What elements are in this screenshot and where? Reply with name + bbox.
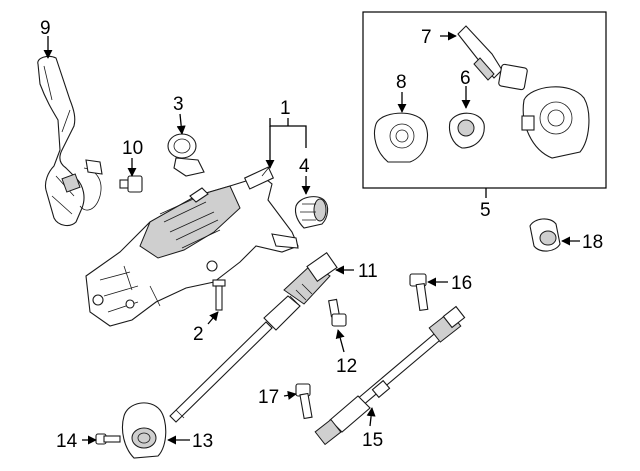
shift-lever-part: [37, 55, 103, 227]
callout-5: 5: [480, 200, 491, 221]
intermediate-shaft-part: [169, 251, 338, 423]
callout-4: 4: [299, 156, 310, 177]
plug-18-part: [529, 218, 561, 252]
knob-4-part: [294, 196, 329, 229]
callout-15: 15: [362, 430, 383, 451]
callout-14: 14: [56, 431, 78, 452]
lower-shaft-part: [314, 305, 466, 446]
inset-box: [362, 11, 607, 189]
bolt-17-part: [295, 383, 313, 420]
callout-17: 17: [258, 387, 279, 408]
boot-13-part: [121, 402, 167, 459]
callout-13: 13: [192, 431, 213, 452]
clockspring-part: [521, 86, 590, 159]
callout-6: 6: [460, 68, 471, 89]
callout-1: 1: [280, 98, 291, 119]
callout-8: 8: [396, 72, 407, 93]
steering-column-part: [85, 165, 299, 327]
callout-9: 9: [40, 18, 51, 39]
callout-10: 10: [122, 138, 143, 159]
bolt-2-part: [212, 279, 226, 311]
callout-11: 11: [358, 261, 378, 282]
callout-2: 2: [193, 324, 204, 345]
bolt-10-part: [119, 175, 143, 193]
callout-3: 3: [173, 94, 184, 115]
callout-16: 16: [451, 273, 472, 294]
callout-7: 7: [421, 27, 432, 48]
callout-12: 12: [336, 356, 357, 377]
multifunction-switch-part: [457, 25, 528, 91]
bolt-16-part: [409, 273, 429, 312]
bolt-14-part: [95, 433, 121, 445]
bezel-3-part: [167, 133, 205, 177]
ring-8-part: [373, 112, 428, 163]
callout-18: 18: [582, 232, 603, 253]
sensor-6-part: [448, 112, 485, 149]
leader-lines: [43, 31, 580, 445]
bolt-12-part: [328, 298, 347, 327]
